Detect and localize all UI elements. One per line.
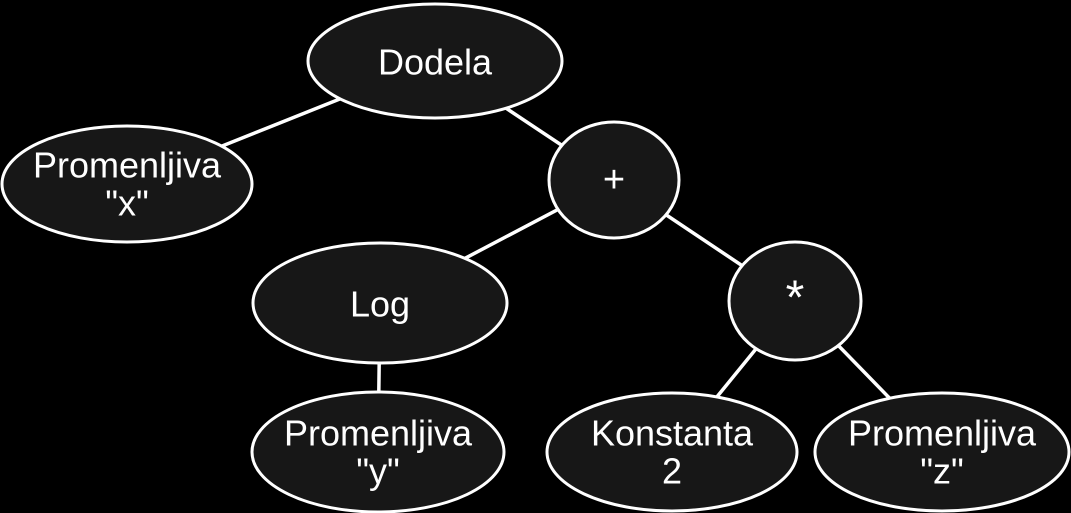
node-log: Log <box>251 241 509 365</box>
node-promenljiva-y-label-line2: "y" <box>356 451 400 492</box>
node-plus: + <box>547 120 681 240</box>
node-times-ellipse <box>727 240 863 362</box>
node-promenljiva-z-ellipse <box>813 391 1071 513</box>
node-promenljiva-y: Promenljiva "y" <box>250 390 506 513</box>
node-promenljiva-y-ellipse <box>250 390 506 513</box>
node-konstanta-2-label-line1: Konstanta <box>591 413 754 454</box>
node-konstanta-2: Konstanta 2 <box>545 391 799 513</box>
node-dodela-ellipse <box>306 2 564 120</box>
node-plus-label: + <box>603 159 625 201</box>
node-plus-ellipse <box>547 120 681 240</box>
node-log-ellipse <box>251 241 509 365</box>
node-konstanta-2-ellipse <box>545 391 799 513</box>
node-dodela: Dodela <box>306 2 564 120</box>
node-promenljiva-x: Promenljiva "x" <box>0 124 254 244</box>
node-promenljiva-z-label-line1: Promenljiva <box>848 413 1037 454</box>
node-promenljiva-x-ellipse <box>0 124 254 244</box>
node-promenljiva-y-label-line1: Promenljiva <box>284 413 473 454</box>
node-promenljiva-x-label-line1: Promenljiva <box>33 145 222 186</box>
node-konstanta-2-label-line2: 2 <box>662 451 682 492</box>
node-times: * <box>727 240 863 362</box>
node-promenljiva-z-label-line2: "z" <box>920 451 964 492</box>
node-promenljiva-z: Promenljiva "z" <box>813 391 1071 513</box>
node-promenljiva-x-label-line2: "x" <box>105 183 149 224</box>
node-log-label: Log <box>350 284 410 325</box>
node-times-label: * <box>786 272 805 325</box>
node-dodela-label: Dodela <box>378 42 493 83</box>
